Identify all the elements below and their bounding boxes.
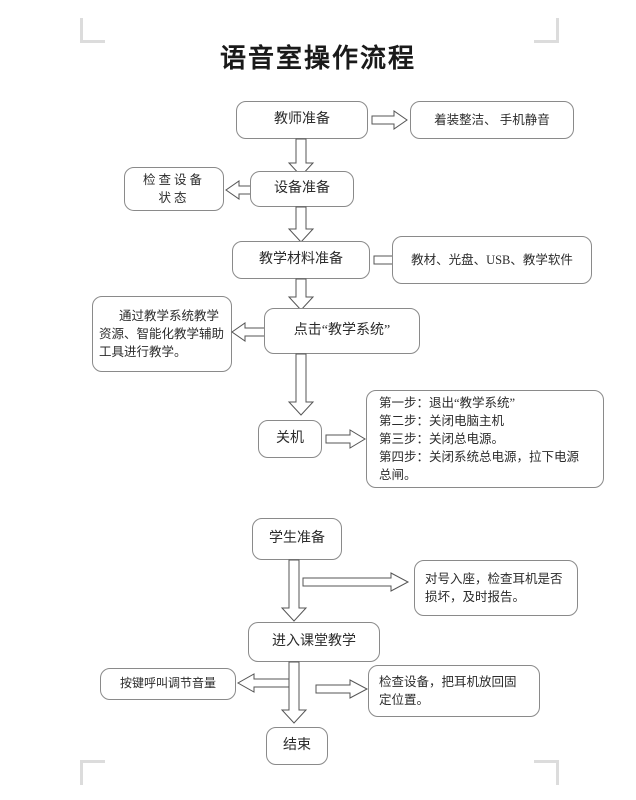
node-materials-list: 教材、光盘、USB、教学软件: [392, 236, 592, 284]
node-shutdown-steps-label: 第一步：退出“教学系统” 第二步：关闭电脑主机 第三步：关闭总电源。 第四步：关…: [379, 395, 580, 483]
arrow-equipment-to-materials: [287, 206, 316, 243]
page-title: 语音室操作流程: [219, 44, 416, 73]
node-shutdown: 关机: [258, 420, 322, 458]
node-dress-phone-label: 着装整洁、 手机静音: [434, 112, 550, 127]
node-teacher-prep: 教师准备: [236, 101, 368, 139]
node-student-prep: 学生准备: [252, 518, 342, 560]
node-materials-list-label: 教材、光盘、USB、教学软件: [411, 252, 573, 267]
arrow-click-system-to-teaching: [231, 322, 268, 342]
arrow-student-prep-to-enter-class: [280, 559, 309, 622]
node-shutdown-label: 关机: [276, 430, 304, 446]
crop-mark-top-right-icon: [534, 18, 559, 43]
arrow-click-system-to-shutdown: [287, 353, 316, 416]
node-call-volume-label: 按键呼叫调节音量: [119, 676, 216, 691]
node-enter-class: 进入课堂教学: [248, 622, 380, 662]
arrow-materials-to-click-system: [287, 278, 316, 311]
node-return-headset: 检查设备，把耳机放回固 定位置。: [368, 665, 540, 717]
node-equipment-prep-label: 设备准备: [274, 180, 330, 196]
node-check-equipment: 检查设备 状态: [124, 167, 224, 211]
node-call-volume: 按键呼叫调节音量: [100, 668, 236, 700]
arrow-teacher-prep-to-dress: [371, 110, 408, 130]
node-teaching-via-system-label: 通过教学系统教学资源、智能化教学辅助工具进行教学。: [99, 308, 225, 360]
node-student-prep-label: 学生准备: [269, 530, 325, 546]
arrow-shutdown-to-steps: [325, 429, 366, 449]
arrow-enter-class-to-return-headset: [315, 679, 369, 699]
node-teaching-via-system: 通过教学系统教学资源、智能化教学辅助工具进行教学。: [92, 296, 232, 372]
arrow-enter-class-to-end: [280, 661, 309, 724]
node-materials-prep-label: 教学材料准备: [259, 251, 343, 267]
arrow-student-prep-to-seating: [302, 572, 410, 592]
crop-mark-top-left-icon: [80, 18, 105, 43]
node-dress-phone: 着装整洁、 手机静音: [410, 101, 574, 139]
node-click-system-label: 点击“教学系统”: [293, 322, 391, 338]
node-materials-prep: 教学材料准备: [232, 241, 370, 279]
node-seating-check: 对号入座，检查耳机是否 损坏，及时报告。: [414, 560, 578, 616]
arrow-enter-class-to-call-volume: [236, 673, 290, 693]
crop-mark-bottom-left-icon: [80, 760, 105, 785]
node-seating-check-label: 对号入座，检查耳机是否 损坏，及时报告。: [425, 571, 563, 604]
arrow-teacher-prep-to-equipment: [287, 138, 316, 177]
node-equipment-prep: 设备准备: [250, 171, 354, 207]
node-end-label: 结束: [283, 737, 311, 753]
node-enter-class-label: 进入课堂教学: [272, 633, 356, 649]
node-check-equipment-label: 检查设备 状态: [142, 172, 205, 205]
node-shutdown-steps: 第一步：退出“教学系统” 第二步：关闭电脑主机 第三步：关闭总电源。 第四步：关…: [366, 390, 604, 488]
node-end: 结束: [266, 727, 328, 765]
node-return-headset-label: 检查设备，把耳机放回固 定位置。: [379, 674, 517, 707]
node-click-system: 点击“教学系统”: [264, 308, 420, 354]
node-teacher-prep-label: 教师准备: [274, 111, 330, 127]
crop-mark-bottom-right-icon: [534, 760, 559, 785]
